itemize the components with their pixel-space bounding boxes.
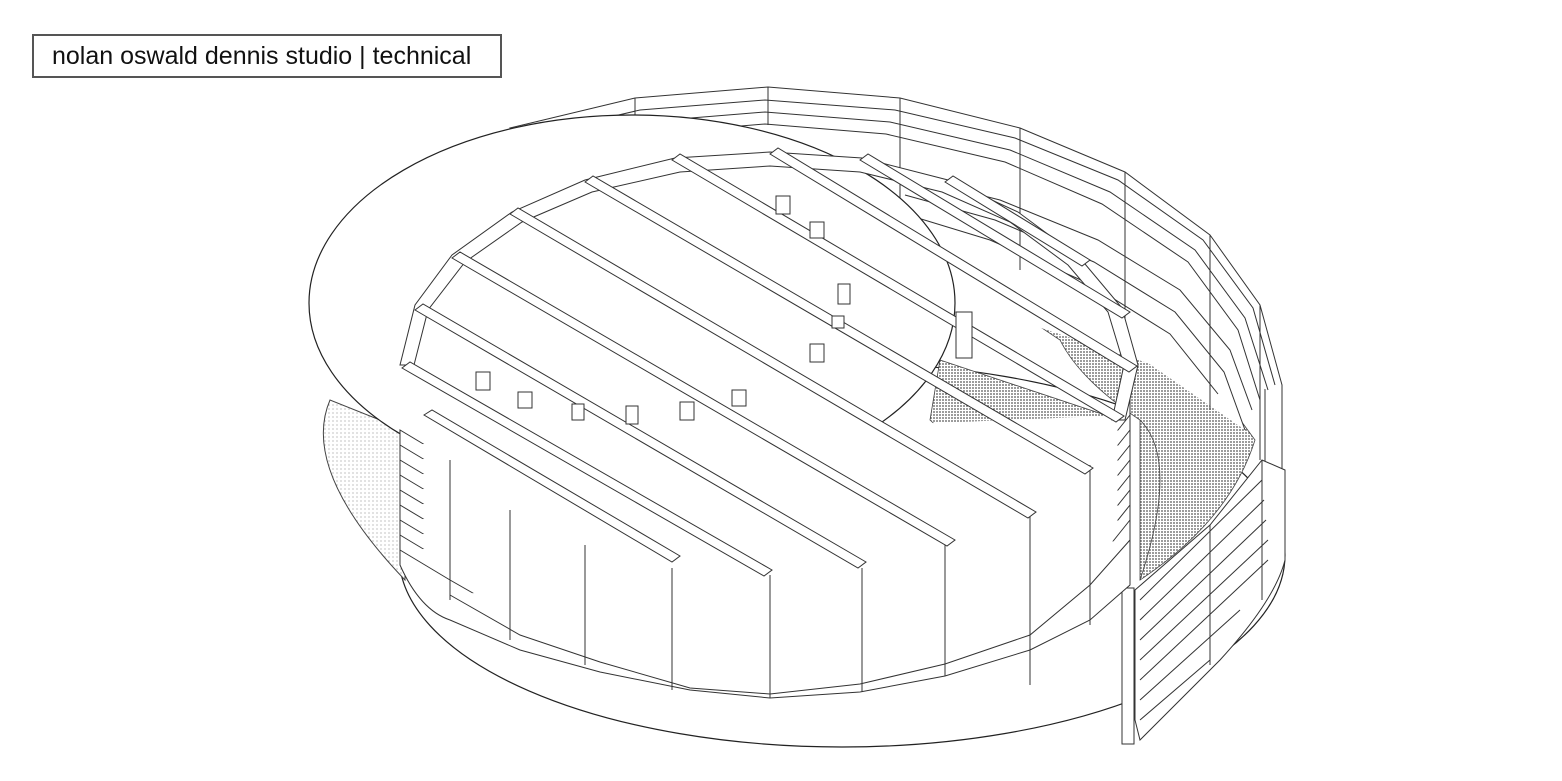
outer-front-wall-segment <box>1121 459 1286 745</box>
beam-hangers <box>475 195 973 425</box>
left-shadow-shape <box>322 399 406 582</box>
studio-title-label: nolan oswald dennis studio | technical <box>32 34 502 78</box>
